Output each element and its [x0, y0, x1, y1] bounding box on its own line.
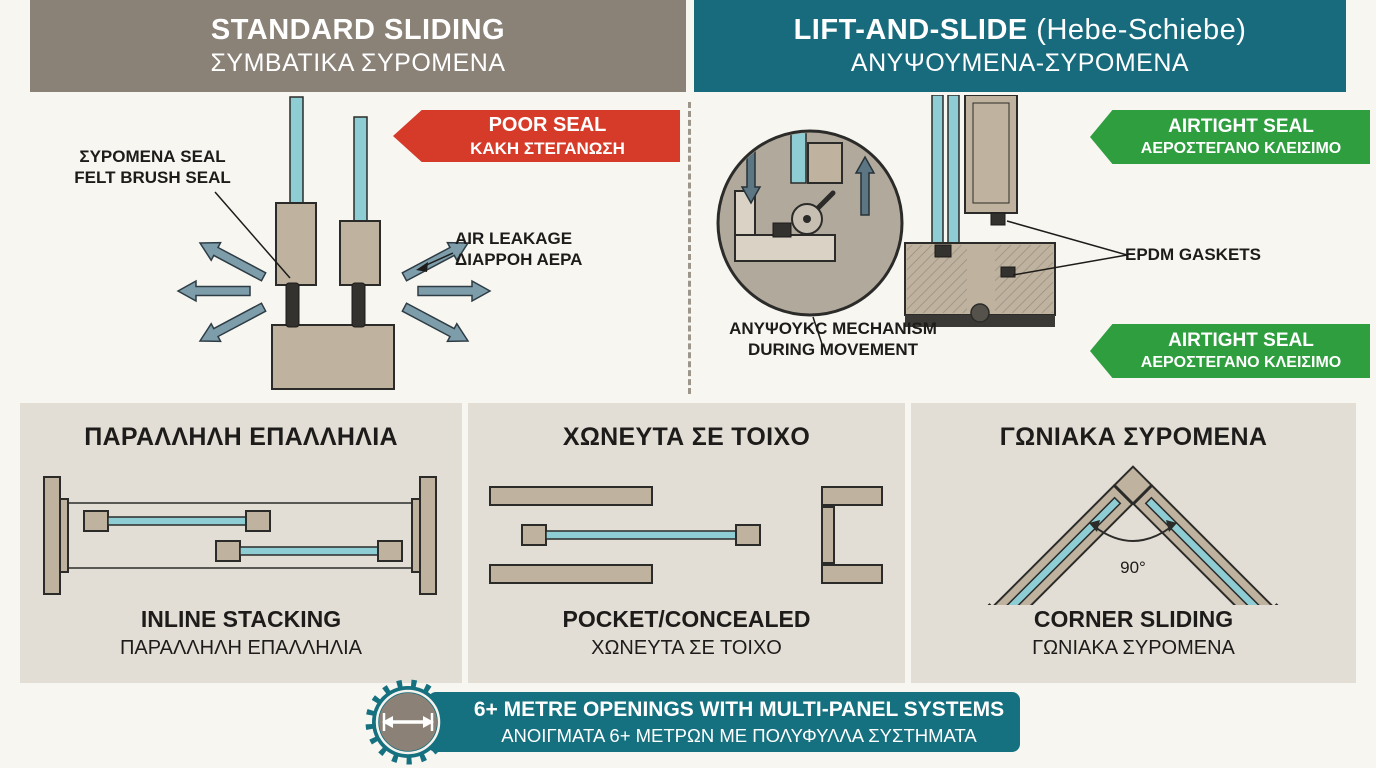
lock-hook: [772, 222, 792, 238]
sliding-panel-a: [83, 510, 271, 532]
corner-arm-right: [1132, 484, 1288, 605]
glass-pane-left: [289, 96, 304, 206]
panel-pocket-concealed: ΧΩΝΕΥΤΑ ΣΕ ΤΟΙΧΟ POCKET/CONCEALED ΧΩΝΕΥΤ…: [468, 403, 905, 683]
mechanism-label: ΑΝΥΨΟΥΚC MECHANISM DURING MOVEMENT: [718, 318, 948, 361]
airtight-seal-badge-bottom: AIRTIGHT SEAL ΑΕΡΟΣΤΕΓΑΝΟ ΚΛΕΙΣΙΜΟ: [1090, 324, 1370, 378]
glass-pane-right: [353, 116, 368, 224]
air-leakage-line1: AIR LEAKAGE: [455, 229, 573, 248]
brush-seal-right: [351, 282, 366, 328]
airtight-bottom-line1: AIRTIGHT SEAL: [1168, 330, 1314, 352]
footer-banner: 6+ METRE OPENINGS WITH MULTI-PANEL SYSTE…: [428, 692, 1020, 752]
poor-seal-badge: POOR SEAL ΚΑΚΗ ΣΤΕΓΑΝΩΣΗ: [393, 110, 680, 162]
mechanism-pointer: [812, 316, 824, 348]
header-standard-subtitle: ΣΥΜΒΑΤΙΚΑ ΣΥΡΟΜΕΝΑ: [210, 49, 506, 78]
panel2-title: ΧΩΝΕΥΤΑ ΣΕ ΤΟΙΧΟ: [562, 423, 811, 451]
panel2-caption: POCKET/CONCEALED ΧΩΝΕΥΤΑ ΣΕ ΤΟΙΧΟ: [468, 605, 905, 661]
seal-label-line1: ΣΥΡΟΜΕΝΑ SEAL: [79, 147, 226, 166]
airtight-top-line2: ΑΕΡΟΣΤΕΓΑΝΟ ΚΛΕΙΣΙΜΟ: [1140, 139, 1342, 157]
angle-arc: 90°: [1089, 520, 1177, 577]
header-lift-subtitle: ΑΝΥΨΟΥΜΕΝΑ-ΣΥΡΟΜΕΝΑ: [850, 49, 1190, 78]
dashed-divider: [688, 102, 691, 394]
brush-seal-left: [285, 282, 300, 328]
lift-slide-diagram: [716, 95, 1128, 348]
poor-seal-line2: ΚΑΚΗ ΣΤΕΓΑΝΩΣΗ: [470, 138, 625, 158]
footer-line2: ΑΝΟΙΓΜΑΤΑ 6+ ΜΕΤΡΩΝ ΜΕ ΠΟΛΥΦΥΛΛΑ ΣΥΣΤΗΜΑ…: [501, 724, 977, 746]
panel1-caption-en: INLINE STACKING: [140, 606, 342, 632]
felt-brush-seal-label: ΣΥΡΟΜΕΝΑ SEAL FELT BRUSH SEAL: [45, 146, 260, 189]
corner-joint: [1113, 465, 1153, 505]
air-label-pointer: [416, 252, 454, 272]
corner-sliding-diagram: 90°: [978, 465, 1288, 605]
pocket-wall-bottom: [489, 564, 653, 584]
epdm-gaskets-label: EPDM GASKETS: [1125, 245, 1262, 264]
track-wheel: [970, 303, 990, 323]
wall-right-bottom: [821, 564, 883, 584]
angle-label: 90°: [1120, 558, 1146, 577]
mechanism-inset: [716, 129, 904, 317]
stile-right: [339, 220, 381, 286]
header-standard-sliding: STANDARD SLIDING ΣΥΜΒΑΤΙΚΑ ΣΥΡΟΜΕΝΑ: [30, 0, 686, 92]
header-lift-title: LIFT-AND-SLIDE (Hebe-Schiebe): [794, 13, 1247, 48]
panel3-caption: CORNER SLIDING ΓΩΝΙΑΚΑ ΣΥΡΟΜΕΝΑ: [911, 605, 1356, 661]
inline-stacking-diagram: [43, 476, 437, 595]
receiver-jamb: [821, 506, 835, 564]
glazing-pane-2: [947, 95, 960, 244]
panel3-caption-gr: ΓΩΝΙΑΚΑ ΣΥΡΟΜΕΝΑ: [1032, 636, 1235, 659]
width-arrow-icon: [382, 713, 434, 731]
epdm-pointer-1: [1006, 220, 1128, 256]
frame-member: [964, 95, 1018, 214]
air-leakage-label: AIR LEAKAGE ΔΙΑΡΡΟΗ ΑΕΡΑ: [455, 228, 605, 271]
pocket-concealed-diagram: [489, 486, 883, 584]
metre-badge: [365, 679, 451, 765]
corner-arm-left: [978, 484, 1134, 605]
pocket-wall-top: [489, 486, 653, 506]
epdm-gasket-2: [990, 212, 1006, 226]
poor-seal-line1: POOR SEAL: [488, 113, 607, 136]
lift-slide-cross-section: [904, 95, 1056, 327]
airtight-top-line1: AIRTIGHT SEAL: [1168, 116, 1314, 138]
wall-right-top: [821, 486, 883, 506]
panel3-title: ΓΩΝΙΑΚΑ ΣΥΡΟΜΕΝΑ: [999, 423, 1268, 451]
header-lift-slide: LIFT-AND-SLIDE (Hebe-Schiebe) ΑΝΥΨΟΥΜΕΝΑ…: [694, 0, 1346, 92]
panel-inline-stacking: ΠΑΡΑΛΛΗΛΗ ΕΠΑΛΛΗΛΙΑ INLINE STACKING ΠΑΡΑ…: [20, 403, 462, 683]
panel1-caption: INLINE STACKING ΠΑΡΑΛΛΗΛΗ ΕΠΑΛΛΗΛΙΑ: [20, 605, 462, 661]
epdm-gasket-1: [934, 244, 952, 258]
sliding-cross-section: [271, 96, 395, 390]
track-base: [271, 324, 395, 390]
header-lift-title-rest: (Hebe-Schiebe): [1027, 14, 1247, 47]
pocket-sliding-panel: [521, 524, 761, 546]
seal-pointer-line: [214, 191, 291, 279]
mechanism-label-line1: ΑΝΥΨΟΥΚC MECHANISM: [729, 319, 937, 338]
panel-corner-sliding: ΓΩΝΙΑΚΑ ΣΥΡΟΜΕΝΑ 90° CORNER SLIDING: [911, 403, 1356, 683]
seal-label-line2: FELT BRUSH SEAL: [74, 168, 231, 188]
airtight-bottom-line2: ΑΕΡΟΣΤΕΓΑΝΟ ΚΛΕΙΣΙΜΟ: [1140, 353, 1342, 371]
stile-left: [275, 202, 317, 286]
panel1-title: ΠΑΡΑΛΛΗΛΗ ΕΠΑΛΛΗΛΙΑ: [84, 423, 398, 451]
standard-sliding-diagram: [177, 96, 491, 390]
mechanism-label-line2: DURING MOVEMENT: [748, 340, 918, 360]
panel2-caption-gr: ΧΩΝΕΥΤΑ ΣΕ ΤΟΙΧΟ: [591, 636, 782, 659]
panel3-caption-en: CORNER SLIDING: [1033, 606, 1234, 632]
footer-line1: 6+ METRE OPENINGS WITH MULTI-PANEL SYSTE…: [473, 697, 1005, 721]
epdm-gasket-3: [1000, 266, 1016, 278]
sliding-panel-b: [215, 540, 403, 562]
panel1-caption-gr: ΠΑΡΑΛΛΗΛΗ ΕΠΑΛΛΗΛΙΑ: [119, 636, 363, 659]
airtight-seal-badge-top: AIRTIGHT SEAL ΑΕΡΟΣΤΕΓΑΝΟ ΚΛΕΙΣΙΜΟ: [1090, 110, 1370, 164]
glazing-pane-1: [931, 95, 944, 244]
header-standard-title: STANDARD SLIDING: [210, 14, 506, 47]
panel2-caption-en: POCKET/CONCEALED: [562, 606, 811, 632]
air-leakage-line2: ΔΙΑΡΡΟΗ ΑΕΡΑ: [455, 250, 583, 270]
header-lift-title-bold: LIFT-AND-SLIDE: [793, 14, 1028, 47]
epdm-pointer-2: [1012, 254, 1128, 276]
